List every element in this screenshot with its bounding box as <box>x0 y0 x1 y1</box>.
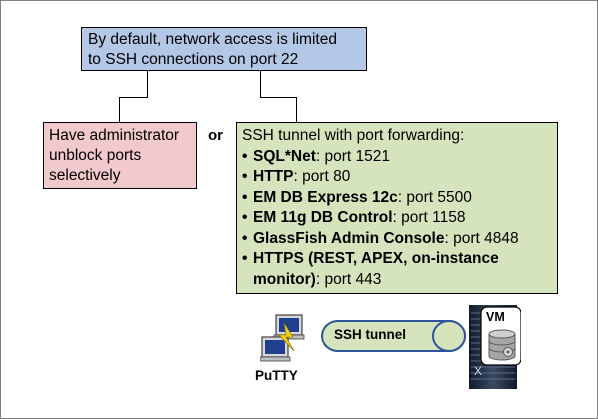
port-item-name: GlassFish Admin Console <box>253 229 445 247</box>
port-item-name: EM 11g DB Control <box>253 209 393 226</box>
connector-right-vertical-bottom <box>296 97 297 122</box>
port-item-port: : port 80 <box>293 168 351 185</box>
port-item-port: : port 1521 <box>315 147 390 165</box>
vm-label: VM <box>486 310 505 324</box>
port-item-em-dbcontrol: EM 11g DB Control: port 1158 <box>242 208 552 229</box>
port-item-name: HTTP <box>253 168 294 185</box>
connector-left-horizontal <box>119 97 148 98</box>
connector-left-vertical-bottom <box>119 97 120 122</box>
putty-icon <box>260 314 305 362</box>
admin-unblock-box: Have administrator unblock ports selecti… <box>43 122 197 189</box>
port-item-port: : port 5500 <box>397 188 472 206</box>
port-item-name: EM DB Express 12c <box>253 188 398 206</box>
port-item-port: : port 1158 <box>392 209 466 226</box>
port-item-glassfish: GlassFish Admin Console: port 4848 <box>242 229 552 250</box>
ssh-tunnel-heading: SSH tunnel with port forwarding: <box>242 127 465 144</box>
connector-right-vertical-top <box>260 71 261 98</box>
port-item-port: : port 4848 <box>444 229 519 247</box>
default-access-box: By default, network access is limited to… <box>81 27 367 71</box>
putty-label: PuTTY <box>255 368 298 383</box>
svg-text:X: X <box>474 364 482 378</box>
admin-unblock-line-3: selectively <box>49 167 121 184</box>
port-item-em-express: EM DB Express 12c: port 5500 <box>242 188 552 209</box>
connector-left-vertical-top <box>147 71 148 98</box>
port-item-https: HTTPS (REST, APEX, on-instance monitor): … <box>242 249 552 290</box>
port-item-name: HTTPS (REST, APEX, on-instance <box>253 250 499 267</box>
ssh-tunnel-label: SSH tunnel <box>334 327 407 342</box>
port-item-http: HTTP: port 80 <box>242 167 552 188</box>
port-list: SQL*Net: port 1521 HTTP: port 80 EM DB E… <box>242 147 552 291</box>
default-access-line-2: to SSH connections on port 22 <box>88 51 299 68</box>
port-item-port: : port 443 <box>315 270 382 288</box>
default-access-line-1: By default, network access is limited <box>88 31 337 48</box>
or-label: or <box>208 127 223 144</box>
ssh-tunnel-box: SSH tunnel with port forwarding: SQL*Net… <box>236 122 558 294</box>
port-item-name: SQL*Net <box>253 147 316 165</box>
admin-unblock-line-1: Have administrator <box>49 127 180 144</box>
ssh-tunnel-pipe <box>321 320 466 352</box>
port-item-name-cont: monitor) <box>253 270 316 288</box>
connector-right-horizontal <box>260 97 297 98</box>
database-icon <box>488 329 516 361</box>
port-item-sqlnet: SQL*Net: port 1521 <box>242 147 552 168</box>
admin-unblock-line-2: unblock ports <box>49 147 142 164</box>
